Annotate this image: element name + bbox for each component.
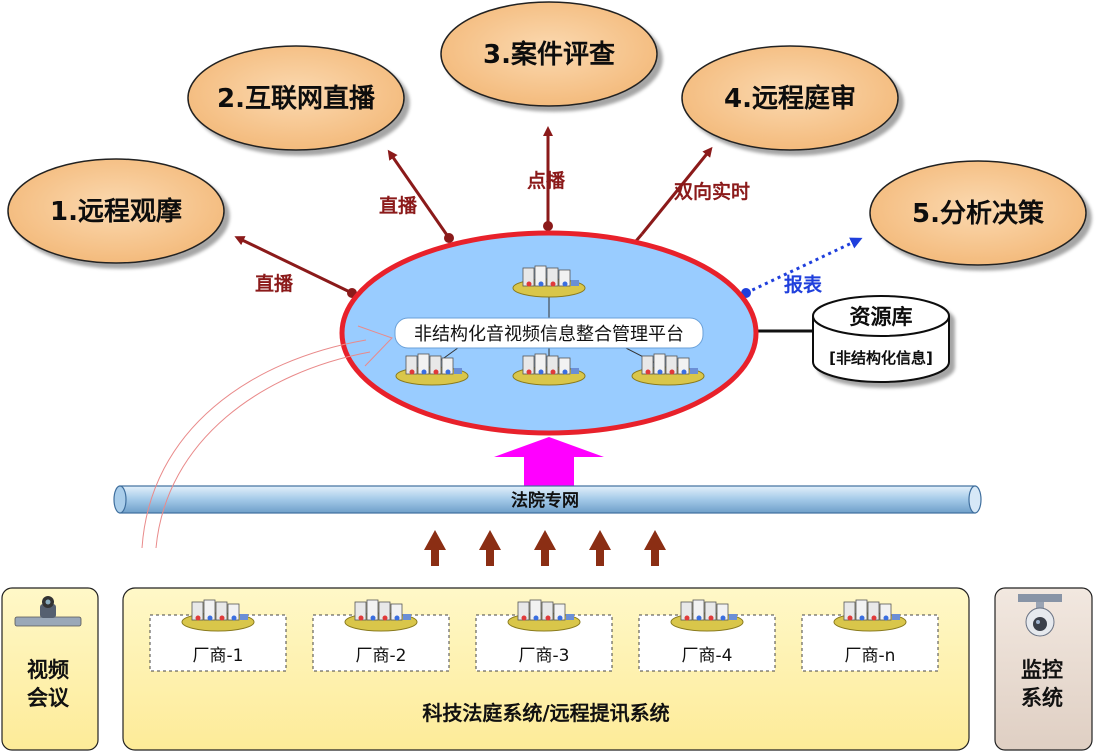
security-camera-icon <box>1018 594 1062 637</box>
arrow-label-realtime: 双向实时 <box>674 180 750 203</box>
video-conf-line1: 视频 <box>27 658 69 682</box>
arrow-label-live: 直播 <box>255 272 294 295</box>
video-camera-icon <box>14 596 82 627</box>
arrow-label-live: 直播 <box>379 194 418 217</box>
resource-library: 资源库 [非结构化信息] <box>812 295 950 383</box>
monitor-line1: 监控 <box>1021 658 1063 682</box>
arrow-live-2 <box>387 149 454 243</box>
service-label: 2.互联网直播 <box>217 84 376 114</box>
platform-title: 非结构化音视频信息整合管理平台 <box>414 324 684 345</box>
service-analysis-decision: 5.分析决策 <box>869 160 1087 266</box>
arrow-label-report: 报表 <box>784 273 823 296</box>
magenta-up-arrow <box>494 437 604 486</box>
arrow-vod <box>543 126 553 231</box>
vendor-box-3: 厂商-3 <box>475 599 613 672</box>
service-case-review: 3.案件评查 <box>440 1 658 107</box>
service-label: 3.案件评查 <box>483 39 615 70</box>
vendor-label: 厂商-4 <box>682 646 733 666</box>
service-internet-live: 2.互联网直播 <box>187 45 405 151</box>
vendor-label: 厂商-3 <box>519 646 570 666</box>
service-label: 1.远程观摩 <box>50 196 182 227</box>
court-system-label: 科技法庭系统/远程提讯系统 <box>422 701 669 725</box>
platform: 非结构化音视频信息整合管理平台 <box>339 230 759 436</box>
service-remote-observation: 1.远程观摩 <box>7 158 225 264</box>
service-label: 5.分析决策 <box>912 198 1044 229</box>
resource-title: 资源库 <box>850 305 913 329</box>
monitoring-system-panel: 监控 系统 <box>994 587 1093 751</box>
vendor-up-arrows <box>424 530 666 566</box>
vendor-label: 厂商-1 <box>193 646 244 666</box>
resource-subtitle: [非结构化信息] <box>829 349 933 367</box>
court-system-panel: 厂商-1 厂商-2 厂商-3 厂商-4 厂商-n 科技法庭系统/远程提讯系统 <box>122 587 970 751</box>
court-network-pipe: 法院专网 <box>113 485 982 514</box>
service-label: 4.远程庭审 <box>724 83 856 114</box>
arrow-label-vod: 点播 <box>527 170 566 192</box>
vendor-label: 厂商-2 <box>356 646 407 666</box>
vendor-label: 厂商-n <box>845 646 896 666</box>
monitor-line2: 系统 <box>1021 686 1063 710</box>
vendor-box-n: 厂商-n <box>801 599 939 672</box>
service-remote-trial: 4.远程庭审 <box>681 45 899 151</box>
network-label: 法院专网 <box>511 490 579 511</box>
vendor-box-2: 厂商-2 <box>312 599 450 672</box>
curved-outline-arrow <box>141 325 393 549</box>
video-conf-line2: 会议 <box>27 686 70 710</box>
vendor-box-1: 厂商-1 <box>149 599 287 672</box>
vendor-box-4: 厂商-4 <box>638 599 776 672</box>
video-conference-panel: 视频 会议 <box>1 587 99 751</box>
